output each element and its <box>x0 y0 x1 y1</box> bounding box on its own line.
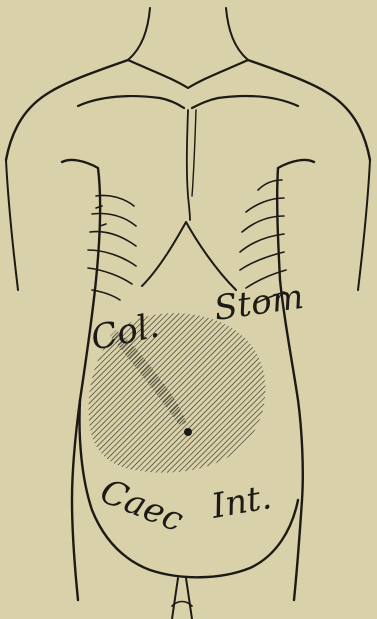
label-stomach: Stom <box>212 277 306 329</box>
left-clavicle <box>78 96 184 108</box>
label-intestine: Int. <box>208 477 275 527</box>
label-caecum: Caec <box>95 471 189 540</box>
right-clavicle <box>192 96 298 108</box>
left-arm-line <box>6 160 18 290</box>
right-shoulder-line <box>248 60 370 160</box>
sternum-right-edge <box>192 110 196 196</box>
sternum-line <box>187 110 190 220</box>
right-chest-outline <box>277 160 314 600</box>
neck-left-line <box>128 8 150 60</box>
left-groin-line <box>172 578 178 619</box>
umbilicus-dot <box>184 428 192 436</box>
right-arm-line <box>358 160 370 290</box>
neck-v-line <box>128 60 248 88</box>
left-shoulder-line <box>6 60 128 160</box>
neck-right-line <box>226 8 248 60</box>
right-groin-line <box>186 578 192 619</box>
costal-arch <box>142 222 236 290</box>
